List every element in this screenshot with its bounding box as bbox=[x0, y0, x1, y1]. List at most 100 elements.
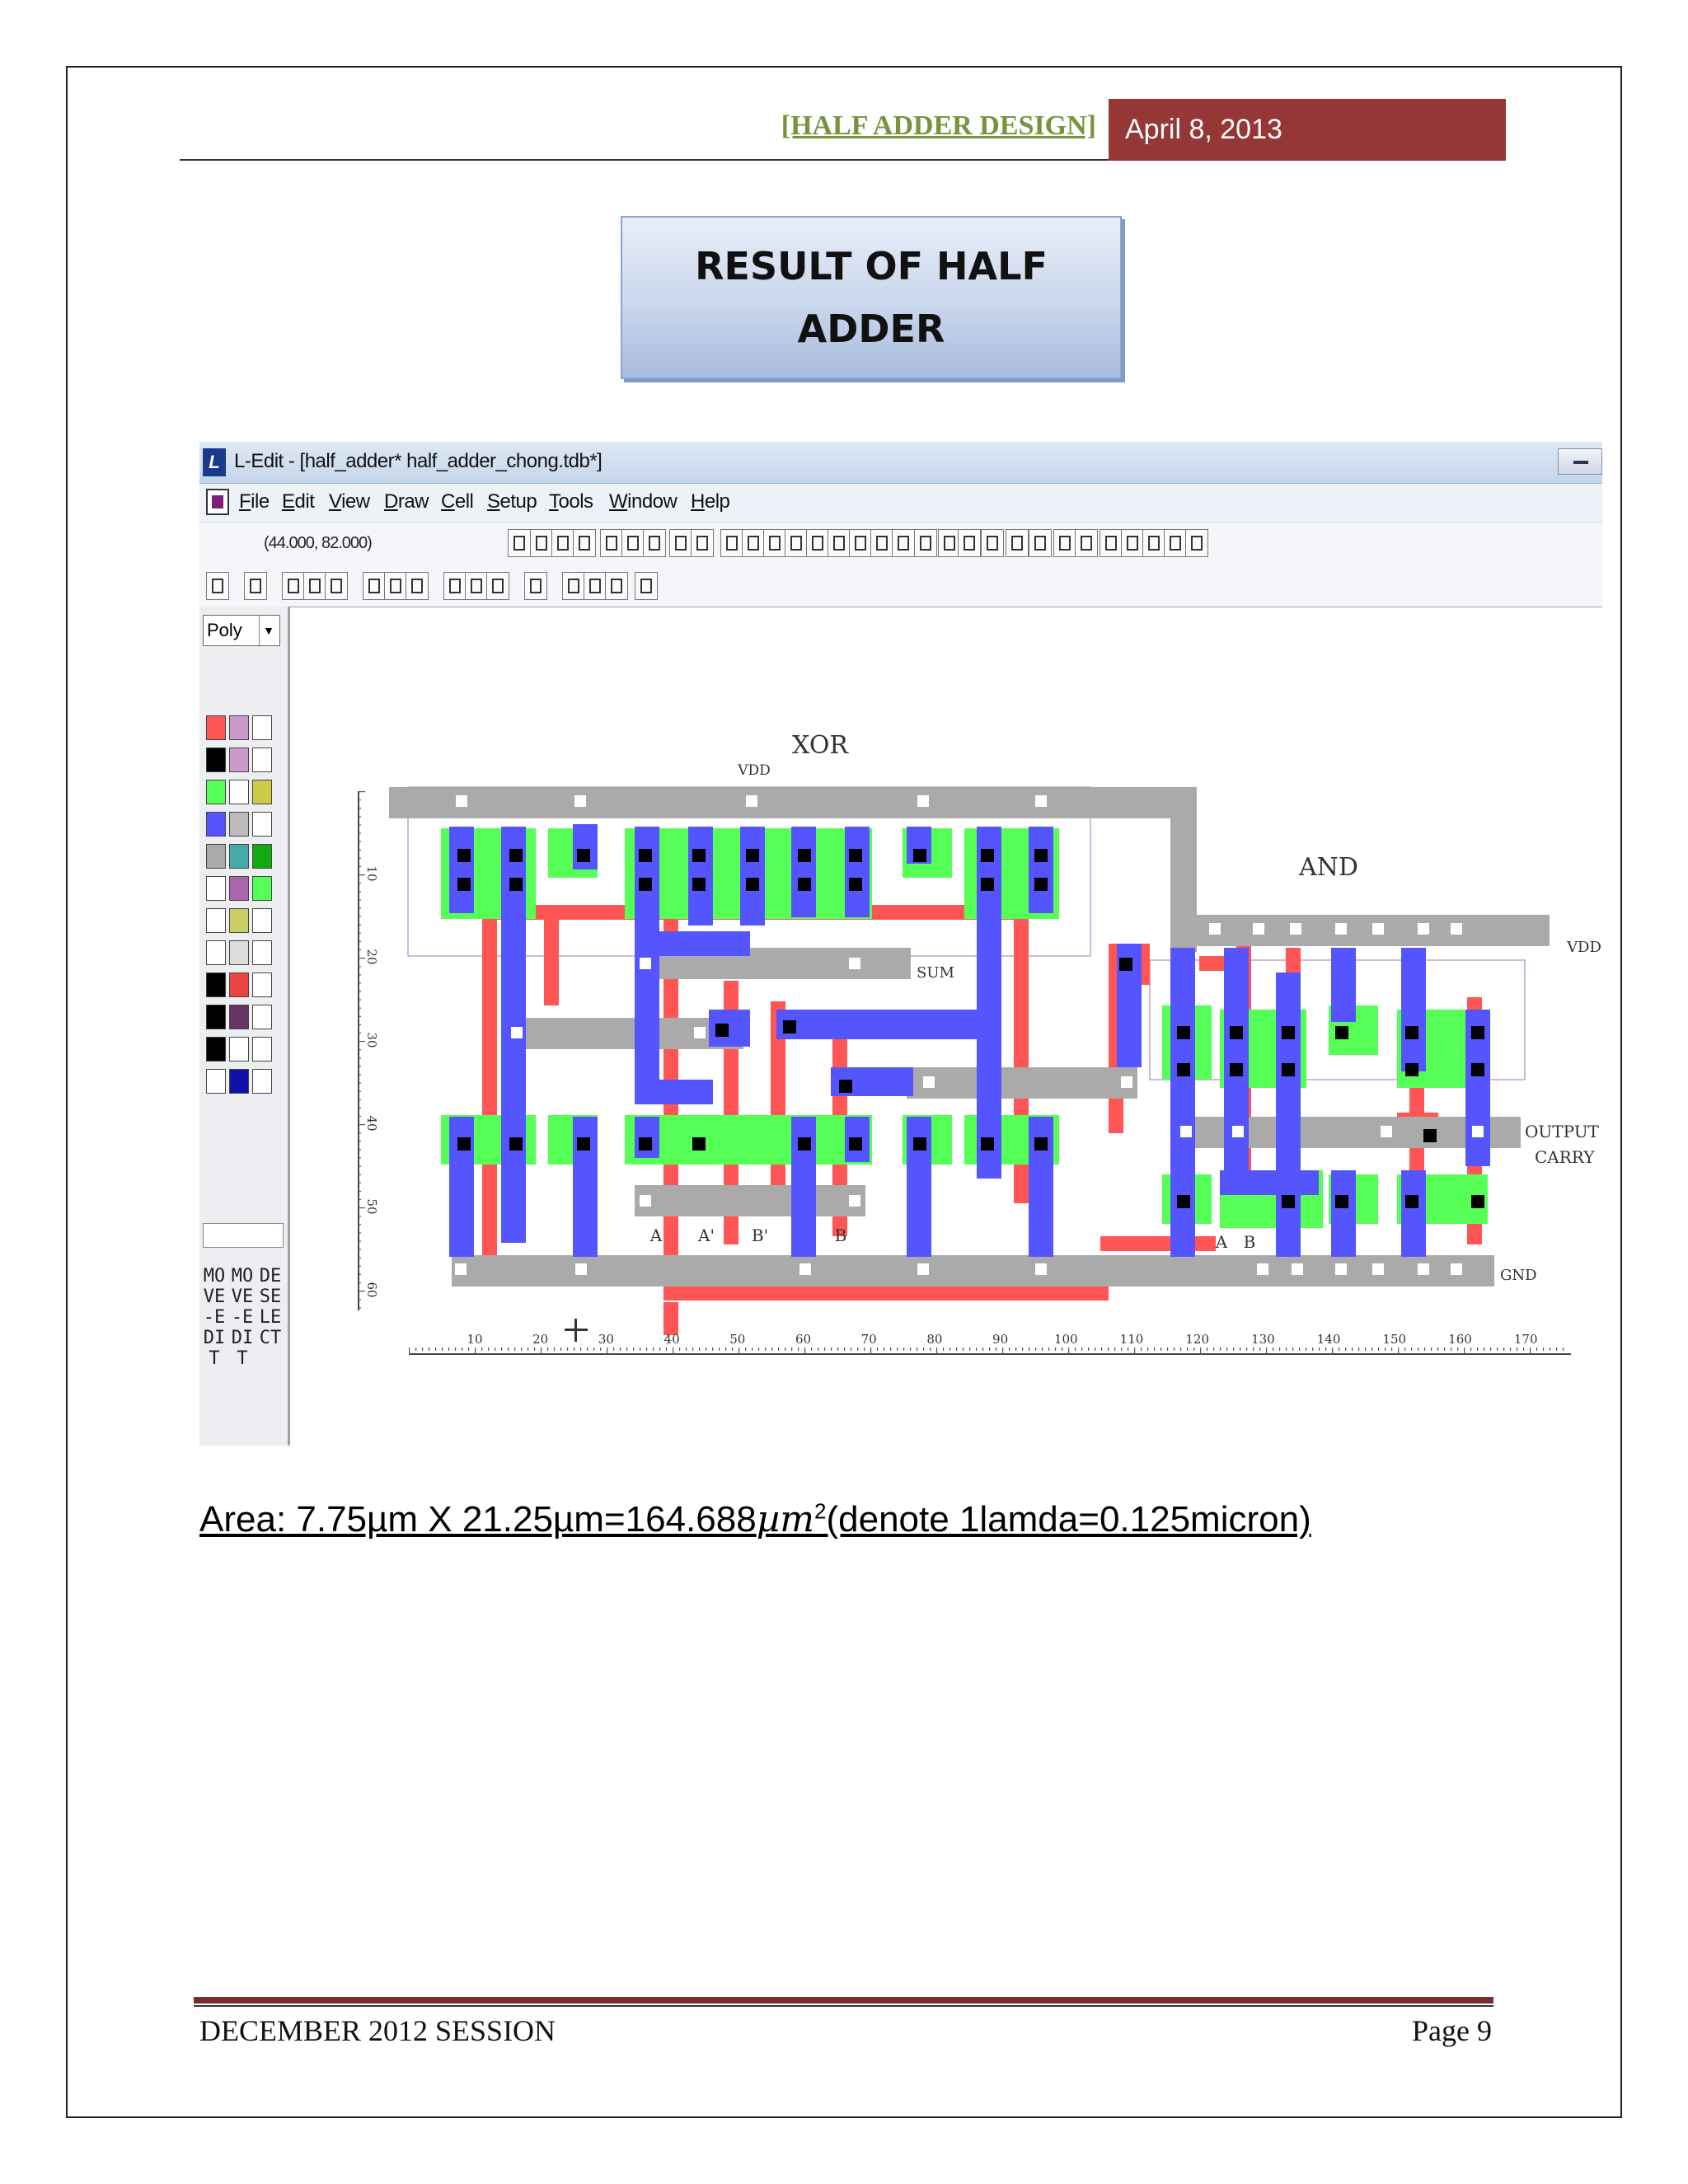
layer-swatch[interactable] bbox=[252, 1069, 272, 1094]
layer-swatch[interactable] bbox=[252, 972, 272, 997]
layer-swatch[interactable] bbox=[206, 748, 226, 772]
menu-file[interactable]: File bbox=[239, 490, 270, 513]
toolbar-button[interactable] bbox=[981, 529, 1004, 557]
layer-swatch[interactable] bbox=[206, 812, 226, 837]
ruler-x-tick bbox=[1510, 1347, 1512, 1351]
draw-tool-button[interactable] bbox=[486, 572, 509, 600]
toolbar-button[interactable] bbox=[938, 529, 961, 557]
toolbar-button[interactable] bbox=[1100, 529, 1123, 557]
toolbar-button[interactable] bbox=[573, 529, 596, 557]
ruler-x-tick bbox=[488, 1347, 490, 1351]
layer-swatch[interactable] bbox=[252, 780, 272, 804]
menu-help[interactable]: Help bbox=[691, 490, 730, 513]
toolbar-button[interactable] bbox=[643, 529, 666, 557]
layer-swatch[interactable] bbox=[229, 715, 249, 740]
draw-tool-button[interactable] bbox=[325, 572, 348, 600]
toolbar-button[interactable] bbox=[828, 529, 851, 557]
menu-view[interactable]: View bbox=[329, 490, 370, 513]
layer-swatch[interactable] bbox=[252, 876, 272, 901]
layer-swatch[interactable] bbox=[252, 715, 272, 740]
draw-tool-button[interactable] bbox=[524, 572, 547, 600]
layer-swatch[interactable] bbox=[229, 908, 249, 933]
document-icon[interactable] bbox=[206, 489, 229, 515]
toolbar-button[interactable] bbox=[806, 529, 829, 557]
toolbar-button[interactable] bbox=[508, 529, 531, 557]
toolbar-button[interactable] bbox=[742, 529, 765, 557]
layer-swatch[interactable] bbox=[252, 812, 272, 837]
layer-swatch[interactable] bbox=[206, 780, 226, 804]
layer-swatch[interactable] bbox=[252, 1005, 272, 1029]
layer-swatch[interactable] bbox=[206, 1069, 226, 1094]
layer-swatch[interactable] bbox=[252, 1037, 272, 1062]
menu-window[interactable]: Window bbox=[609, 490, 678, 513]
layer-swatch[interactable] bbox=[206, 940, 226, 965]
toolbar-button[interactable] bbox=[600, 529, 623, 557]
draw-tool-button[interactable] bbox=[562, 572, 585, 600]
toolbar-button[interactable] bbox=[1006, 529, 1029, 557]
layer-swatch[interactable] bbox=[206, 876, 226, 901]
draw-tool-button[interactable] bbox=[584, 572, 607, 600]
layer-swatch[interactable] bbox=[229, 972, 249, 997]
draw-tool-button[interactable] bbox=[206, 572, 229, 600]
toolbar-button[interactable] bbox=[669, 529, 692, 557]
layer-swatch[interactable] bbox=[229, 940, 249, 965]
toolbar-button[interactable] bbox=[1164, 529, 1187, 557]
toolbar-button[interactable] bbox=[1029, 529, 1052, 557]
layer-swatch[interactable] bbox=[206, 844, 226, 869]
minimize-button[interactable] bbox=[1558, 448, 1602, 475]
menu-edit[interactable]: Edit bbox=[282, 490, 315, 513]
layer-swatch[interactable] bbox=[206, 715, 226, 740]
draw-tool-button[interactable] bbox=[303, 572, 326, 600]
palette-scrollbar[interactable] bbox=[203, 1223, 284, 1248]
layer-swatch[interactable] bbox=[229, 1005, 249, 1029]
toolbar-button[interactable] bbox=[530, 529, 553, 557]
toolbar-button[interactable] bbox=[720, 529, 743, 557]
toolbar-button[interactable] bbox=[892, 529, 915, 557]
menu-cell[interactable]: Cell bbox=[441, 490, 474, 513]
toolbar-button[interactable] bbox=[1185, 529, 1208, 557]
draw-tool-button[interactable] bbox=[282, 572, 305, 600]
toolbar-button[interactable] bbox=[870, 529, 893, 557]
layer-swatch[interactable] bbox=[229, 780, 249, 804]
toolbar-button[interactable] bbox=[914, 529, 937, 557]
toolbar-button[interactable] bbox=[785, 529, 808, 557]
draw-tool-button[interactable] bbox=[384, 572, 407, 600]
toolbar-button[interactable] bbox=[958, 529, 981, 557]
layer-swatch[interactable] bbox=[229, 876, 249, 901]
draw-tool-button[interactable] bbox=[635, 572, 658, 600]
layer-swatch[interactable] bbox=[229, 1069, 249, 1094]
draw-tool-button[interactable] bbox=[443, 572, 467, 600]
layer-swatch[interactable] bbox=[206, 908, 226, 933]
toolbar-button[interactable] bbox=[849, 529, 872, 557]
layer-swatch[interactable] bbox=[206, 1005, 226, 1029]
layer-swatch[interactable] bbox=[206, 1037, 226, 1062]
layer-dropdown[interactable]: Poly bbox=[203, 615, 280, 646]
menu-draw[interactable]: Draw bbox=[384, 490, 429, 513]
layer-swatch[interactable] bbox=[252, 748, 272, 772]
toolbar-button[interactable] bbox=[1142, 529, 1165, 557]
toolbar-button[interactable] bbox=[1053, 529, 1076, 557]
layer-swatch[interactable] bbox=[229, 844, 249, 869]
layer-swatch[interactable] bbox=[252, 844, 272, 869]
draw-tool-button[interactable] bbox=[465, 572, 488, 600]
toolbar-button[interactable] bbox=[691, 529, 714, 557]
draw-tool-button[interactable] bbox=[244, 572, 267, 600]
menu-tools[interactable]: Tools bbox=[549, 490, 593, 513]
toolbar-button[interactable] bbox=[763, 529, 786, 557]
toolbar-button[interactable] bbox=[621, 529, 645, 557]
draw-tool-button[interactable] bbox=[605, 572, 628, 600]
layer-swatch[interactable] bbox=[252, 908, 272, 933]
toolbar-button[interactable] bbox=[1121, 529, 1144, 557]
layer-swatch[interactable] bbox=[229, 812, 249, 837]
draw-tool-button[interactable] bbox=[406, 572, 429, 600]
toolbar-button[interactable] bbox=[551, 529, 574, 557]
toolbar-button[interactable] bbox=[1075, 529, 1098, 557]
layer-swatch[interactable] bbox=[252, 940, 272, 965]
ruler-x-tick bbox=[943, 1347, 945, 1351]
menu-setup[interactable]: Setup bbox=[487, 490, 537, 513]
layer-swatch[interactable] bbox=[229, 748, 249, 772]
draw-tool-button[interactable] bbox=[363, 572, 386, 600]
layer-swatch[interactable] bbox=[229, 1037, 249, 1062]
layer-swatch[interactable] bbox=[206, 972, 226, 997]
